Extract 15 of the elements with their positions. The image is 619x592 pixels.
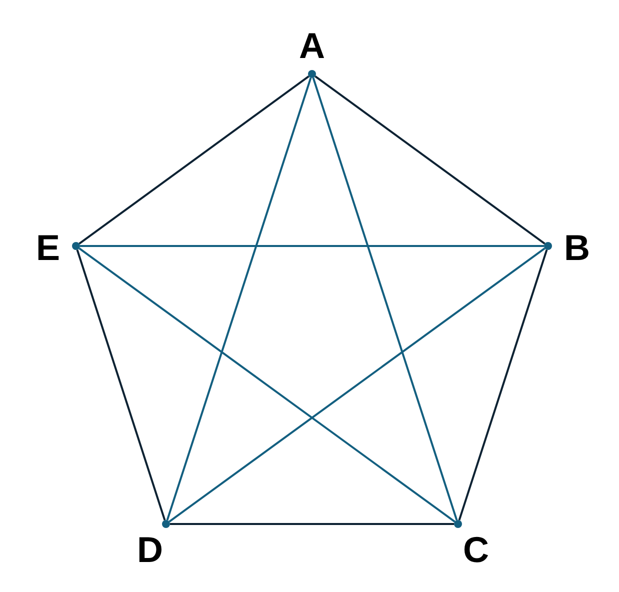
connecting-line — [80, 245, 544, 247]
vertex-label: E — [36, 230, 60, 266]
vertex-label: B — [564, 230, 590, 266]
connecting-line — [168, 248, 546, 522]
connecting-line — [76, 250, 166, 520]
connecting-line — [458, 250, 548, 520]
vertex-label: A — [299, 28, 325, 64]
connecting-line — [78, 76, 310, 244]
vertex-label: D — [137, 532, 163, 568]
connecting-line — [312, 78, 458, 520]
connecting-line — [166, 78, 312, 520]
connecting-line — [314, 76, 546, 244]
connecting-line — [78, 248, 456, 522]
connecting-line — [170, 523, 454, 525]
vertex-label: C — [463, 532, 489, 568]
